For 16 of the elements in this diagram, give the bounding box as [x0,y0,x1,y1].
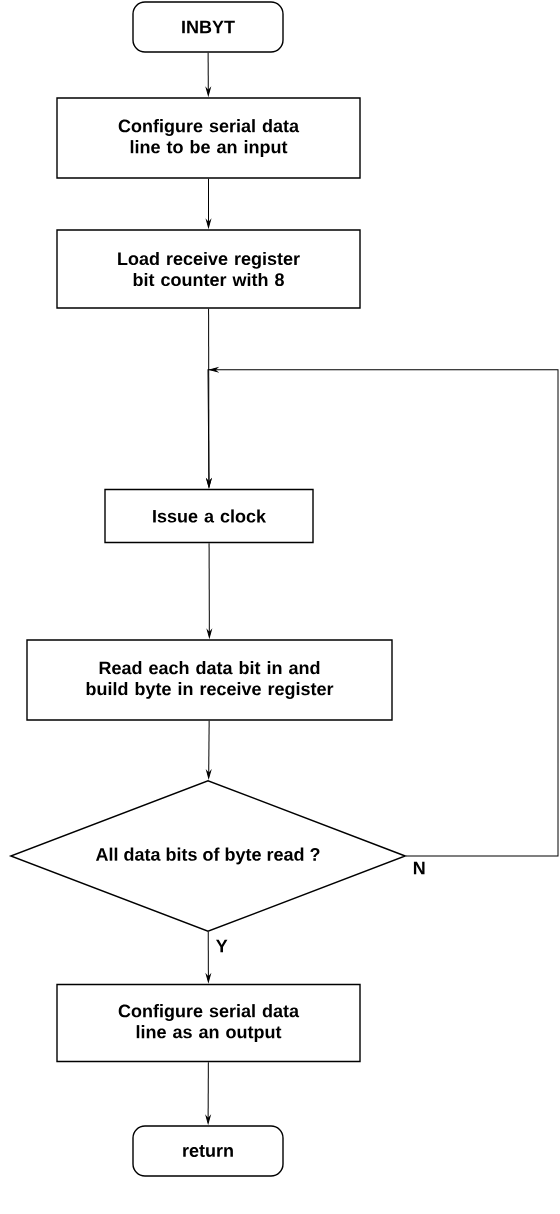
process-box: Load receive register bit counter with 8 [56,229,361,309]
arrow [205,1061,211,1124]
edge-label: Y [214,938,229,954]
process-box: Issue a clock [104,488,314,544]
edge-label: N [411,860,427,876]
arrow [205,52,211,96]
terminal-box: return [132,1125,284,1177]
arrow [206,178,211,228]
process-box: Configure serial data line as an output [56,983,361,1063]
arrow [205,931,211,983]
terminal-box: INBYT [132,1,284,53]
arrow [206,542,212,638]
process-box: Configure serial data line to be an input [56,97,361,179]
arrow [206,367,559,857]
process-box: Read each data bit in and build byte in receive register [26,639,393,721]
arrow [206,720,212,779]
